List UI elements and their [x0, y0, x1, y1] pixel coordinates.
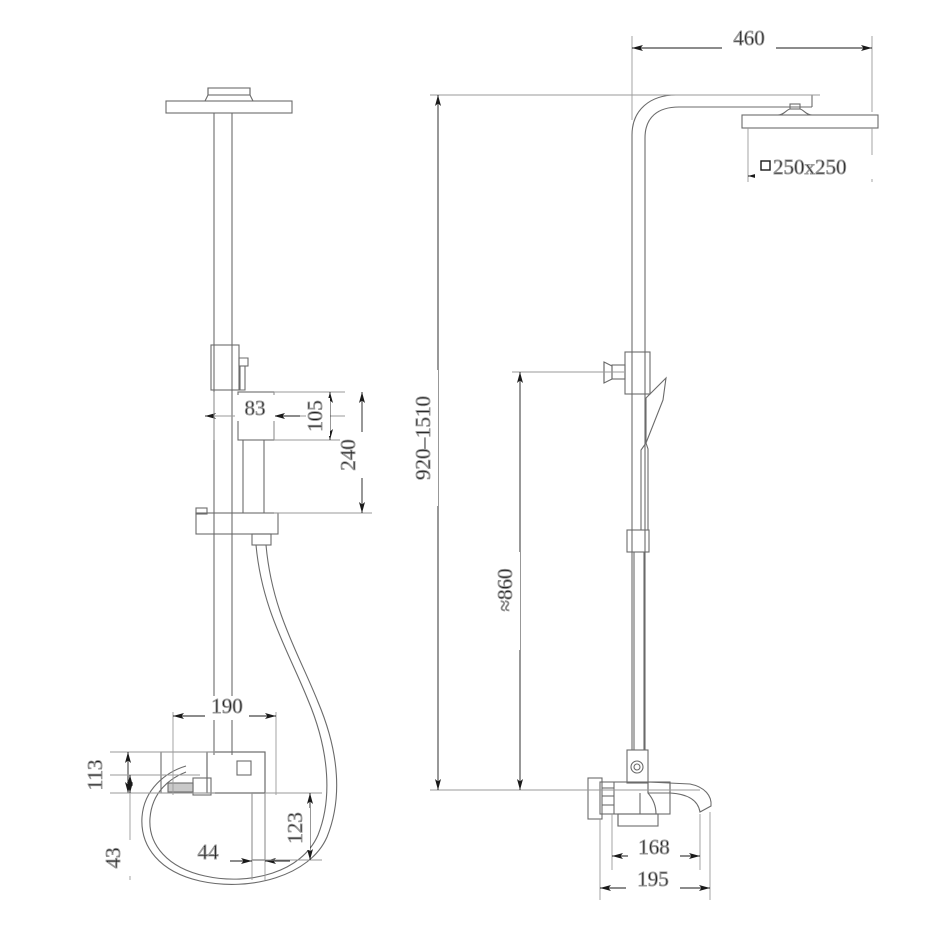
side-view-dimensions: 460 250x250 920–1510 ≈860 168 195	[411, 26, 873, 900]
front-flexible-hose	[141, 544, 338, 885]
dim-105: 105	[303, 400, 327, 432]
square-symbol-icon	[760, 160, 771, 171]
dim-195: 195	[637, 867, 669, 891]
dim-113: 113	[83, 760, 107, 791]
dim-460: 460	[733, 26, 765, 50]
front-slide-bracket	[195, 507, 279, 546]
dim-920-1510: 920–1510	[411, 396, 435, 480]
dim-250x250: 250x250	[773, 155, 847, 179]
dim-43: 43	[101, 848, 125, 869]
front-view-dimensions: 83 105 240 190 113 43	[83, 391, 372, 880]
front-view	[141, 87, 338, 885]
dim-83: 83	[245, 396, 266, 420]
dim-860: ≈860	[493, 568, 517, 611]
front-lower-connector	[242, 440, 265, 513]
dim-123: 123	[283, 812, 307, 844]
dim-44: 44	[198, 840, 220, 864]
side-overhead-shower-head	[741, 103, 879, 129]
dim-168: 168	[638, 835, 670, 859]
side-riser-rail	[631, 205, 646, 750]
side-diverter-block	[603, 351, 651, 395]
front-riser-rail	[213, 113, 233, 755]
dim-240: 240	[336, 439, 360, 471]
dim-190: 190	[211, 694, 243, 718]
side-view	[587, 94, 879, 827]
front-overhead-shower-head	[165, 87, 293, 114]
side-mixer-body	[587, 749, 712, 827]
front-upper-elbow-block	[210, 344, 249, 391]
side-hand-shower	[626, 376, 667, 750]
